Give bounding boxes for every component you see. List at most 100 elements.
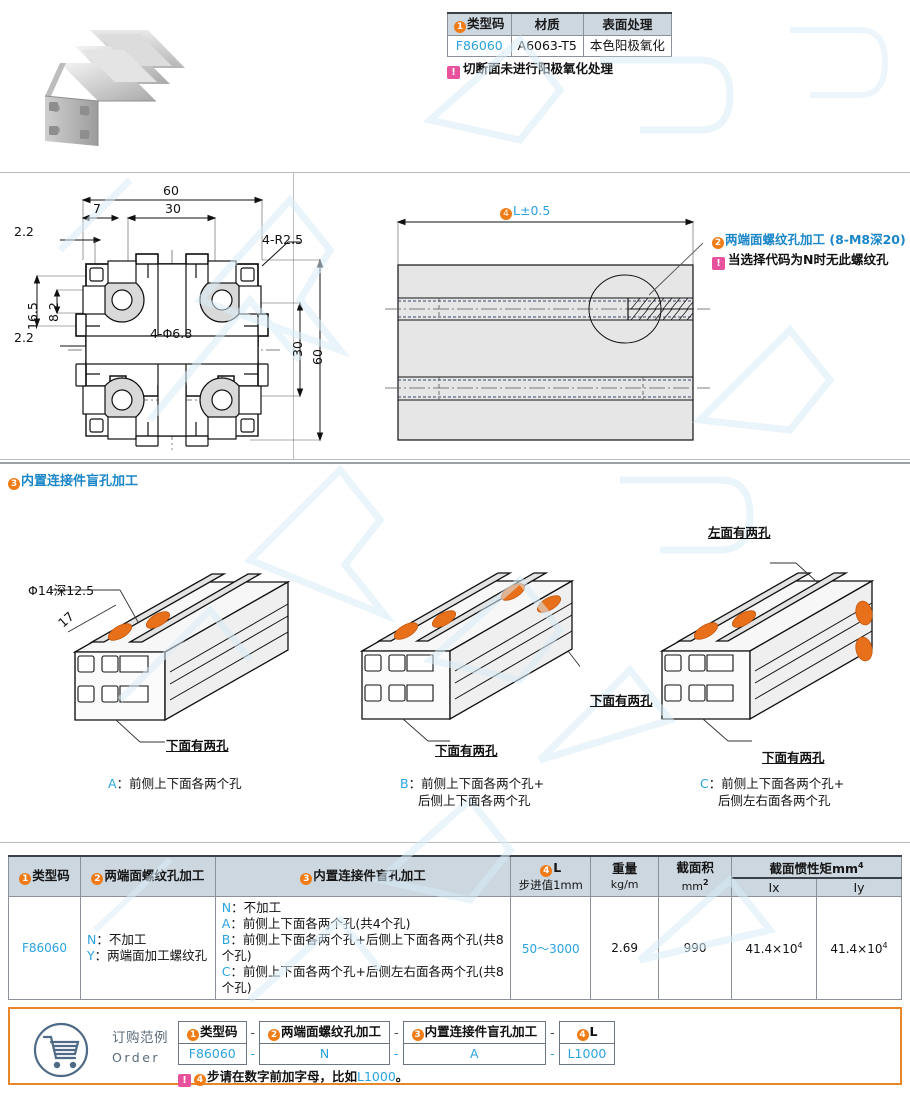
spec-header-area: 截面积 mm2 xyxy=(658,855,733,898)
thread-option-n: N：不加工 xyxy=(86,932,147,948)
section-divider-top xyxy=(0,462,910,464)
iso-view-c xyxy=(659,562,875,742)
side-view-drawing xyxy=(385,218,710,441)
dim-16-5: 16.5 xyxy=(25,302,40,330)
cell-material: A6063-T5 xyxy=(510,35,584,57)
order-separator-2: - xyxy=(394,1024,399,1040)
badge-1-order: 1 xyxy=(187,1029,199,1041)
spec-cell-type-code: F86060 xyxy=(8,896,81,1001)
badge-1-spec: 1 xyxy=(19,873,32,886)
drawing-frame xyxy=(0,172,910,460)
dim-8-2: 8.2 xyxy=(46,302,61,322)
header-material: 材质 xyxy=(510,12,584,36)
badge-2: 2 xyxy=(712,237,724,249)
order-value-thread: N xyxy=(259,1043,391,1065)
badge-3-spec: 3 xyxy=(300,873,313,886)
material-note: !切断面未进行阳极氧化处理 xyxy=(447,58,613,79)
table-row: F86060 A6063-T5 本色阳极氧化 xyxy=(447,35,672,57)
order-separator-3: - xyxy=(550,1024,555,1040)
spec-header-inertia: 截面惯性矩mm4 xyxy=(731,854,902,879)
badge-4: 4 xyxy=(500,208,512,220)
callout-b-bottom-2: 下面有两孔 xyxy=(590,693,653,708)
dim-7: 7 xyxy=(93,201,101,216)
badge-2-order: 2 xyxy=(268,1029,281,1041)
order-separator-6: - xyxy=(550,1046,555,1061)
header-surface: 表面处理 xyxy=(582,12,672,36)
callout-a-bottom: 下面有两孔 xyxy=(166,738,229,753)
spec-cell-thread-options: N：不加工 Y：两端面加工螺纹孔 xyxy=(79,896,216,1001)
dim-corner-radius: 4-R2.5 xyxy=(262,232,304,247)
product-photo xyxy=(44,30,185,146)
dim-2-2-top: 2.2 xyxy=(14,224,34,239)
iso-view-b xyxy=(359,572,580,742)
section-divider-bottom xyxy=(0,842,910,843)
badge-1: 1 xyxy=(454,21,466,33)
callout-c-bottom: 下面有两孔 xyxy=(762,750,825,765)
order-value-blind: A xyxy=(402,1043,547,1065)
spec-header-ix: Ix xyxy=(731,877,817,898)
order-value-length: L1000 xyxy=(558,1043,616,1065)
badge-3-order: 3 xyxy=(411,1029,424,1041)
order-label: 订购范例 Order xyxy=(112,1030,168,1065)
caption-view-c: C：前侧上下面各两个孔+ 后侧左右面各两个孔 xyxy=(700,776,845,808)
spec-cell-ix: 41.4×104 xyxy=(731,896,817,1001)
blind-option-a: A：前侧上下面各两个孔(共4个孔) xyxy=(221,916,411,932)
blind-option-c: C：前侧上下面各两个孔+后侧左右面各两个孔(共8个孔) xyxy=(221,964,504,996)
badge-4-spec: 4 xyxy=(540,865,553,878)
dim-holes: 4-Φ6.8 xyxy=(150,326,193,341)
blind-option-b: B：前侧上下面各两个孔+后侧上下面各两个孔(共8个孔) xyxy=(221,932,504,964)
order-value-type-code: F86060 xyxy=(178,1043,247,1065)
spec-cell-iy: 41.4×104 xyxy=(815,896,903,1001)
badge-4-order: 4 xyxy=(576,1029,589,1041)
spec-cell-blind-options: N：不加工 A：前侧上下面各两个孔(共4个孔) B：前侧上下面各两个孔+后侧上下… xyxy=(214,896,512,1001)
dim-phi14: Φ14深12.5 xyxy=(28,583,95,598)
spec-data-row: F86060 N：不加工 Y：两端面加工螺纹孔 N：不加工 A：前侧上下面各两个… xyxy=(8,896,903,1001)
warning-icon-order: ! xyxy=(178,1074,191,1087)
badge-2-spec: 2 xyxy=(91,873,104,886)
spec-cell-weight: 2.69 xyxy=(590,896,660,1001)
dim-width-60: 60 xyxy=(163,183,179,198)
warning-icon-thread: ! xyxy=(712,257,725,270)
dim-2-2-bottom: 2.2 xyxy=(14,330,34,345)
dim-height-60: 60 xyxy=(310,349,325,365)
spec-cell-area: 990 xyxy=(658,896,733,1001)
shopping-cart-icon xyxy=(33,1022,89,1078)
badge-4-note: 4 xyxy=(194,1074,206,1086)
badge-3: 3 xyxy=(8,478,20,490)
spec-cell-length: 50～3000 xyxy=(510,896,592,1001)
caption-view-b: B：前侧上下面各两个孔+ 后侧上下面各两个孔 xyxy=(400,776,545,808)
spec-header-iy: Iy xyxy=(815,877,903,898)
spec-header-weight: 重量 kg/m xyxy=(590,855,660,898)
dim-30: 30 xyxy=(165,201,181,216)
order-separator-1: - xyxy=(250,1024,256,1040)
dim-height-30: 30 xyxy=(290,341,305,357)
warning-icon: ! xyxy=(447,66,460,79)
order-separator-5: - xyxy=(394,1046,399,1061)
order-separator-4: - xyxy=(250,1046,256,1061)
cell-type-code: F86060 xyxy=(447,35,512,57)
callout-c-left: 左面有两孔 xyxy=(708,525,771,540)
thread-option-y: Y：两端面加工螺纹孔 xyxy=(86,948,208,964)
caption-view-a: A：前侧上下面各两个孔 xyxy=(108,776,242,791)
